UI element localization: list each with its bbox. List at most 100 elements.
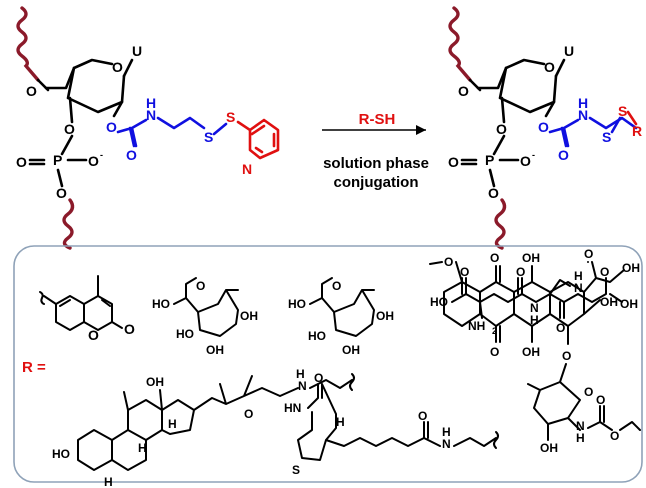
- sugar-structure-2: HO O HO OH OH: [288, 277, 394, 357]
- dox-oh-4: OH: [600, 295, 618, 309]
- atom-n-right: N: [578, 107, 588, 123]
- rna-strand-bottom-right: [494, 198, 507, 250]
- condition-line-2: conjugation: [334, 174, 419, 191]
- peptide-o-1: O: [460, 265, 469, 279]
- atom-p-right: P: [485, 152, 494, 168]
- atom-o-3p-link-right: O: [488, 185, 499, 201]
- peptide-o-4: O: [600, 265, 609, 279]
- atom-o-3p-link-left: O: [56, 185, 67, 201]
- sugar1-o-ring: O: [196, 279, 205, 293]
- coumarin-o-carbonyl: O: [124, 321, 135, 337]
- sugar1-oh-2: OH: [206, 343, 224, 357]
- sugar2-ho: HO: [288, 297, 306, 311]
- dox-o-glycoside: O: [562, 349, 571, 363]
- atom-h-n-left: H: [146, 95, 156, 111]
- atom-s2-left: S: [226, 109, 235, 125]
- sugar2-o-ring: O: [332, 279, 341, 293]
- arrow-head: [416, 125, 426, 135]
- product: O O U O P O O - O O O N H S S R: [448, 6, 642, 250]
- atom-o-3p-left: O: [64, 121, 75, 137]
- steroid-structure: HO OH H H H O H N: [52, 367, 355, 488]
- rna-strand-top-right: [448, 6, 472, 82]
- peptide-h-2: H: [574, 269, 583, 283]
- sugar-ring-right: [498, 58, 558, 114]
- dox-o-quinone-2: O: [490, 345, 499, 359]
- dox-oh-3: OH: [622, 261, 640, 275]
- dox-oh-2: OH: [522, 345, 540, 359]
- atom-o-minus-left: O: [88, 153, 99, 169]
- dox-n-h: H: [576, 431, 585, 445]
- steroid-n-h: H: [296, 367, 305, 381]
- dox-o-methoxy: O: [444, 255, 453, 269]
- steroid-o-amide: O: [244, 407, 253, 421]
- r-group-panel: [13, 245, 643, 483]
- r-equals-label: R =: [22, 359, 46, 376]
- atom-o-minus-right: O: [520, 153, 531, 169]
- dox-o-ketone: O: [584, 247, 593, 261]
- rna-strand-top-left: [16, 6, 40, 82]
- atom-o-double-left: O: [16, 154, 27, 170]
- peptide-n-1: N: [530, 301, 539, 315]
- reaction-arrow-group: R-SH solution phase conjugation: [322, 111, 429, 191]
- sugar-structure-1: HO O HO OH OH: [152, 277, 258, 357]
- steroid-h-1: H: [168, 417, 177, 431]
- biotin-n-h: H: [442, 425, 451, 439]
- coumarin-structure: O O: [39, 275, 135, 343]
- sugar-ring-left: [66, 58, 126, 114]
- peptide-h-1: H: [530, 313, 539, 327]
- biotin-s: S: [292, 463, 300, 477]
- atom-o-carbonyl-right: O: [558, 147, 569, 163]
- atom-h-n-right: H: [578, 95, 588, 111]
- peptide-ho: HO: [430, 295, 448, 309]
- atom-u-left: U: [132, 43, 142, 59]
- biotin-nh: H: [336, 415, 345, 429]
- pyridine-ring: [236, 118, 280, 160]
- atom-o-3p-right: O: [496, 121, 507, 137]
- steroid-h-3: H: [104, 475, 113, 488]
- reagent-label: R-SH: [359, 111, 396, 128]
- dox-o-carbamate: O: [596, 393, 605, 407]
- atom-s2-right: S: [618, 103, 627, 119]
- steroid-oh: OH: [146, 375, 164, 389]
- atom-p-left: P: [53, 152, 62, 168]
- peptide-o-2: O: [516, 265, 525, 279]
- biotin-o: O: [314, 371, 323, 385]
- starting-material: O O U O P O O - O O O N H S S N: [16, 6, 280, 250]
- atom-o-2p-right: O: [538, 119, 549, 135]
- sugar2-oh-1: OH: [376, 309, 394, 323]
- atom-u-right: U: [564, 43, 574, 59]
- biotin-o-amide: O: [418, 409, 427, 423]
- atom-o-ring-left: O: [112, 59, 123, 75]
- doxorubicin-structure: O O OH O OH O OH OH O O OH H N O O: [429, 247, 641, 455]
- atom-s1-right: S: [602, 129, 611, 145]
- biotin-structure: HN O H S O N H: [284, 371, 499, 477]
- atom-n-left: N: [146, 107, 156, 123]
- steroid-n: N: [298, 379, 307, 393]
- peptide-o-3: O: [556, 321, 565, 335]
- biotin-n: N: [442, 437, 451, 451]
- atom-n-pyridine: N: [242, 161, 252, 177]
- coumarin-o-ring: O: [88, 327, 99, 343]
- peptide-nh2: NH: [468, 319, 485, 333]
- atom-o-2p-left: O: [106, 119, 117, 135]
- steroid-h-2: H: [138, 441, 147, 455]
- charge-minus-right: -: [532, 150, 535, 160]
- peptide-oh: OH: [620, 297, 638, 311]
- dox-o-quinone-1: O: [490, 251, 499, 265]
- sugar2-ho-2: HO: [308, 329, 326, 343]
- sugar2-oh-2: OH: [342, 343, 360, 357]
- biotin-hn: HN: [284, 401, 301, 415]
- rna-strand-bottom-left: [62, 198, 75, 250]
- peptide-nh2-sub: 2: [492, 326, 497, 336]
- sugar1-oh-1: OH: [240, 309, 258, 323]
- atom-o-5p-right: O: [458, 83, 469, 99]
- dox-oh-sugar: OH: [540, 441, 558, 455]
- steroid-ho: HO: [52, 447, 70, 461]
- sugar1-ho: HO: [152, 297, 170, 311]
- atom-s1-left: S: [204, 129, 213, 145]
- condition-line-1: solution phase: [323, 155, 429, 172]
- atom-o-carbonyl-left: O: [126, 147, 137, 163]
- charge-minus-left: -: [100, 150, 103, 160]
- atom-o-double-right: O: [448, 154, 459, 170]
